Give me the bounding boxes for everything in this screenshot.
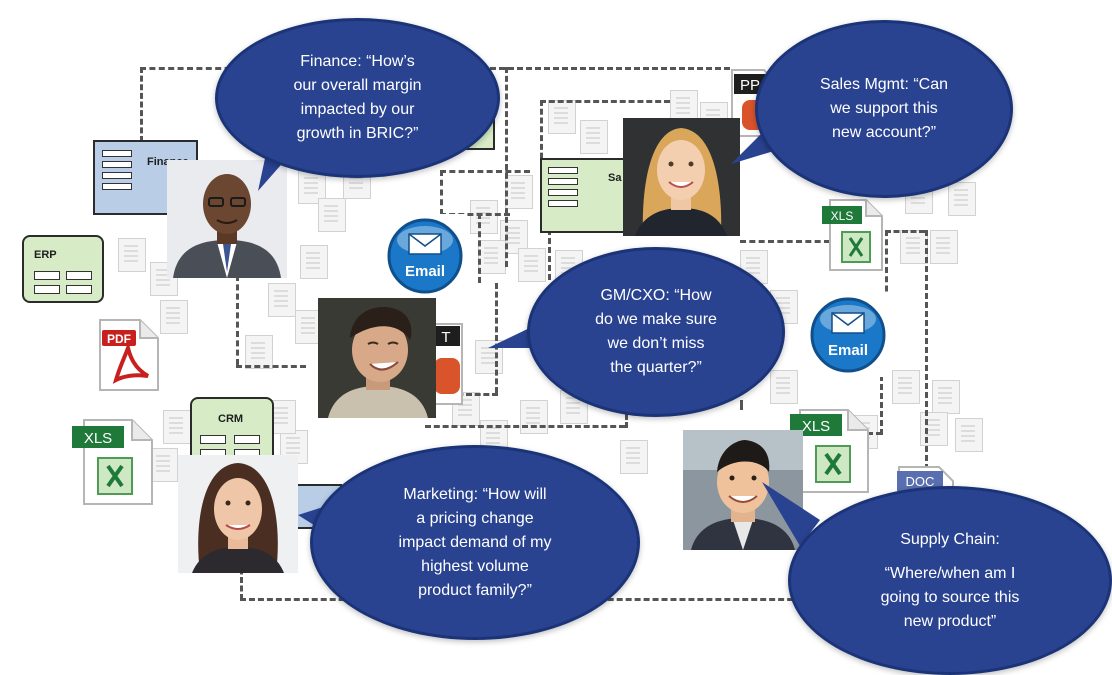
gm-question-text: GM/CXO: “How do we make sure we don’t mi… bbox=[595, 287, 717, 376]
supply-chain-question-text: “Where/when am I going to source this ne… bbox=[880, 564, 1020, 630]
dashed-line bbox=[548, 220, 551, 280]
crm-system-label: CRM bbox=[218, 413, 244, 425]
dashed-line bbox=[440, 170, 443, 215]
ppt-label: PP bbox=[740, 77, 760, 94]
email-icon: Email bbox=[383, 214, 467, 298]
ghost-document-icon bbox=[580, 120, 608, 154]
dashed-line bbox=[925, 230, 928, 470]
finance-module-bar bbox=[102, 150, 132, 157]
ghost-document-icon bbox=[920, 412, 948, 446]
ghost-document-icon bbox=[505, 175, 533, 209]
dashed-line bbox=[140, 67, 143, 142]
dashed-line bbox=[240, 560, 243, 600]
finance-speech-bubble: Finance: “How’s our overall margin impac… bbox=[215, 18, 500, 178]
crm-module-bar bbox=[200, 435, 226, 444]
sales-person-photo bbox=[623, 118, 740, 236]
marketing-speech-bubble: Marketing: “How will a pricing change im… bbox=[310, 445, 640, 640]
dashed-line bbox=[885, 230, 888, 310]
ghost-document-icon bbox=[478, 240, 506, 274]
xls-file-icon: XLS bbox=[72, 419, 153, 505]
sales-module-bar bbox=[548, 167, 578, 174]
sales-speech-bubble: Sales Mgmt: “Can we support this new acc… bbox=[755, 20, 1013, 198]
ghost-document-icon bbox=[932, 380, 960, 414]
sales-question-text: Sales Mgmt: “Can we support this new acc… bbox=[819, 76, 949, 141]
dashed-line bbox=[505, 67, 508, 267]
ghost-document-icon bbox=[770, 370, 798, 404]
ghost-document-icon bbox=[245, 335, 273, 369]
gm-speech-bubble: GM/CXO: “How do we make sure we don’t mi… bbox=[527, 247, 785, 417]
supply-chain-speech-bubble: Supply Chain: “Where/when am I going to … bbox=[788, 486, 1112, 675]
dashed-line bbox=[740, 400, 743, 410]
finance-module-bar bbox=[102, 172, 132, 179]
ghost-document-icon bbox=[930, 230, 958, 264]
email-label: Email bbox=[828, 342, 868, 359]
dashed-line bbox=[478, 213, 481, 283]
ghost-document-icon bbox=[620, 440, 648, 474]
ghost-document-icon bbox=[470, 200, 498, 234]
partial-file-label: T bbox=[441, 329, 450, 346]
ghost-document-icon bbox=[518, 248, 546, 282]
finance-module-bar bbox=[102, 183, 132, 190]
supply-chain-person-photo bbox=[683, 430, 803, 550]
ghost-document-icon bbox=[900, 230, 928, 264]
partial-file-icon: T bbox=[432, 323, 463, 405]
sales-system-label: Sa bbox=[608, 172, 622, 184]
ghost-document-icon bbox=[475, 340, 503, 374]
ghost-document-icon bbox=[520, 400, 548, 434]
erp-module-bar bbox=[34, 285, 60, 294]
dashed-line bbox=[540, 100, 670, 103]
xls-label: XLS bbox=[831, 209, 854, 223]
email-icon: Email bbox=[806, 293, 890, 377]
dashed-line bbox=[440, 213, 510, 216]
ghost-document-icon bbox=[150, 262, 178, 296]
erp-module-bar bbox=[34, 271, 60, 280]
ghost-document-icon bbox=[948, 182, 976, 216]
crm-module-bar bbox=[234, 435, 260, 444]
dashed-line bbox=[140, 67, 240, 70]
pdf-file-icon: PDF bbox=[99, 319, 159, 391]
ghost-document-icon bbox=[892, 370, 920, 404]
ghost-document-icon bbox=[160, 300, 188, 334]
ghost-document-icon bbox=[163, 410, 191, 444]
dashed-line bbox=[740, 240, 830, 243]
ghost-document-icon bbox=[955, 418, 983, 452]
ghost-document-icon bbox=[300, 245, 328, 279]
ghost-document-icon bbox=[118, 238, 146, 272]
erp-module-bar bbox=[66, 271, 92, 280]
xls-label: XLS bbox=[802, 418, 830, 435]
ghost-document-icon bbox=[548, 100, 576, 134]
dashed-line bbox=[236, 365, 306, 368]
finance-module-bar bbox=[102, 161, 132, 168]
ghost-document-icon bbox=[318, 198, 346, 232]
pdf-label: PDF bbox=[107, 332, 131, 346]
xls-file-icon: XLS bbox=[822, 199, 883, 271]
supply-chain-bubble-tail bbox=[762, 482, 820, 546]
xls-file-icon: XLS bbox=[790, 409, 869, 493]
email-label: Email bbox=[405, 263, 445, 280]
ghost-document-icon bbox=[298, 170, 326, 204]
supply-chain-title: Supply Chain: bbox=[900, 530, 1000, 548]
erp-system-box: ERP bbox=[22, 235, 104, 303]
marketing-question-text: Marketing: “How will a pricing change im… bbox=[398, 485, 552, 599]
gm-person-photo bbox=[318, 298, 436, 418]
sales-module-bar bbox=[548, 178, 578, 185]
erp-system-label: ERP bbox=[34, 249, 57, 261]
sales-module-bar bbox=[548, 189, 578, 196]
sales-module-bar bbox=[548, 200, 578, 207]
dashed-line bbox=[495, 283, 498, 393]
dashed-line bbox=[440, 393, 498, 396]
dashed-line bbox=[425, 425, 625, 428]
dashed-line bbox=[490, 67, 730, 70]
doc-label: DOC bbox=[906, 474, 935, 489]
marketing-person-photo bbox=[178, 455, 298, 573]
dashed-line bbox=[236, 275, 239, 365]
finance-question-text: Finance: “How’s our overall margin impac… bbox=[293, 53, 422, 142]
erp-module-bar bbox=[66, 285, 92, 294]
ghost-document-icon bbox=[268, 283, 296, 317]
xls-label: XLS bbox=[84, 430, 112, 447]
dashed-line bbox=[880, 375, 883, 435]
dashed-line bbox=[885, 230, 925, 233]
dashed-line bbox=[440, 170, 530, 173]
